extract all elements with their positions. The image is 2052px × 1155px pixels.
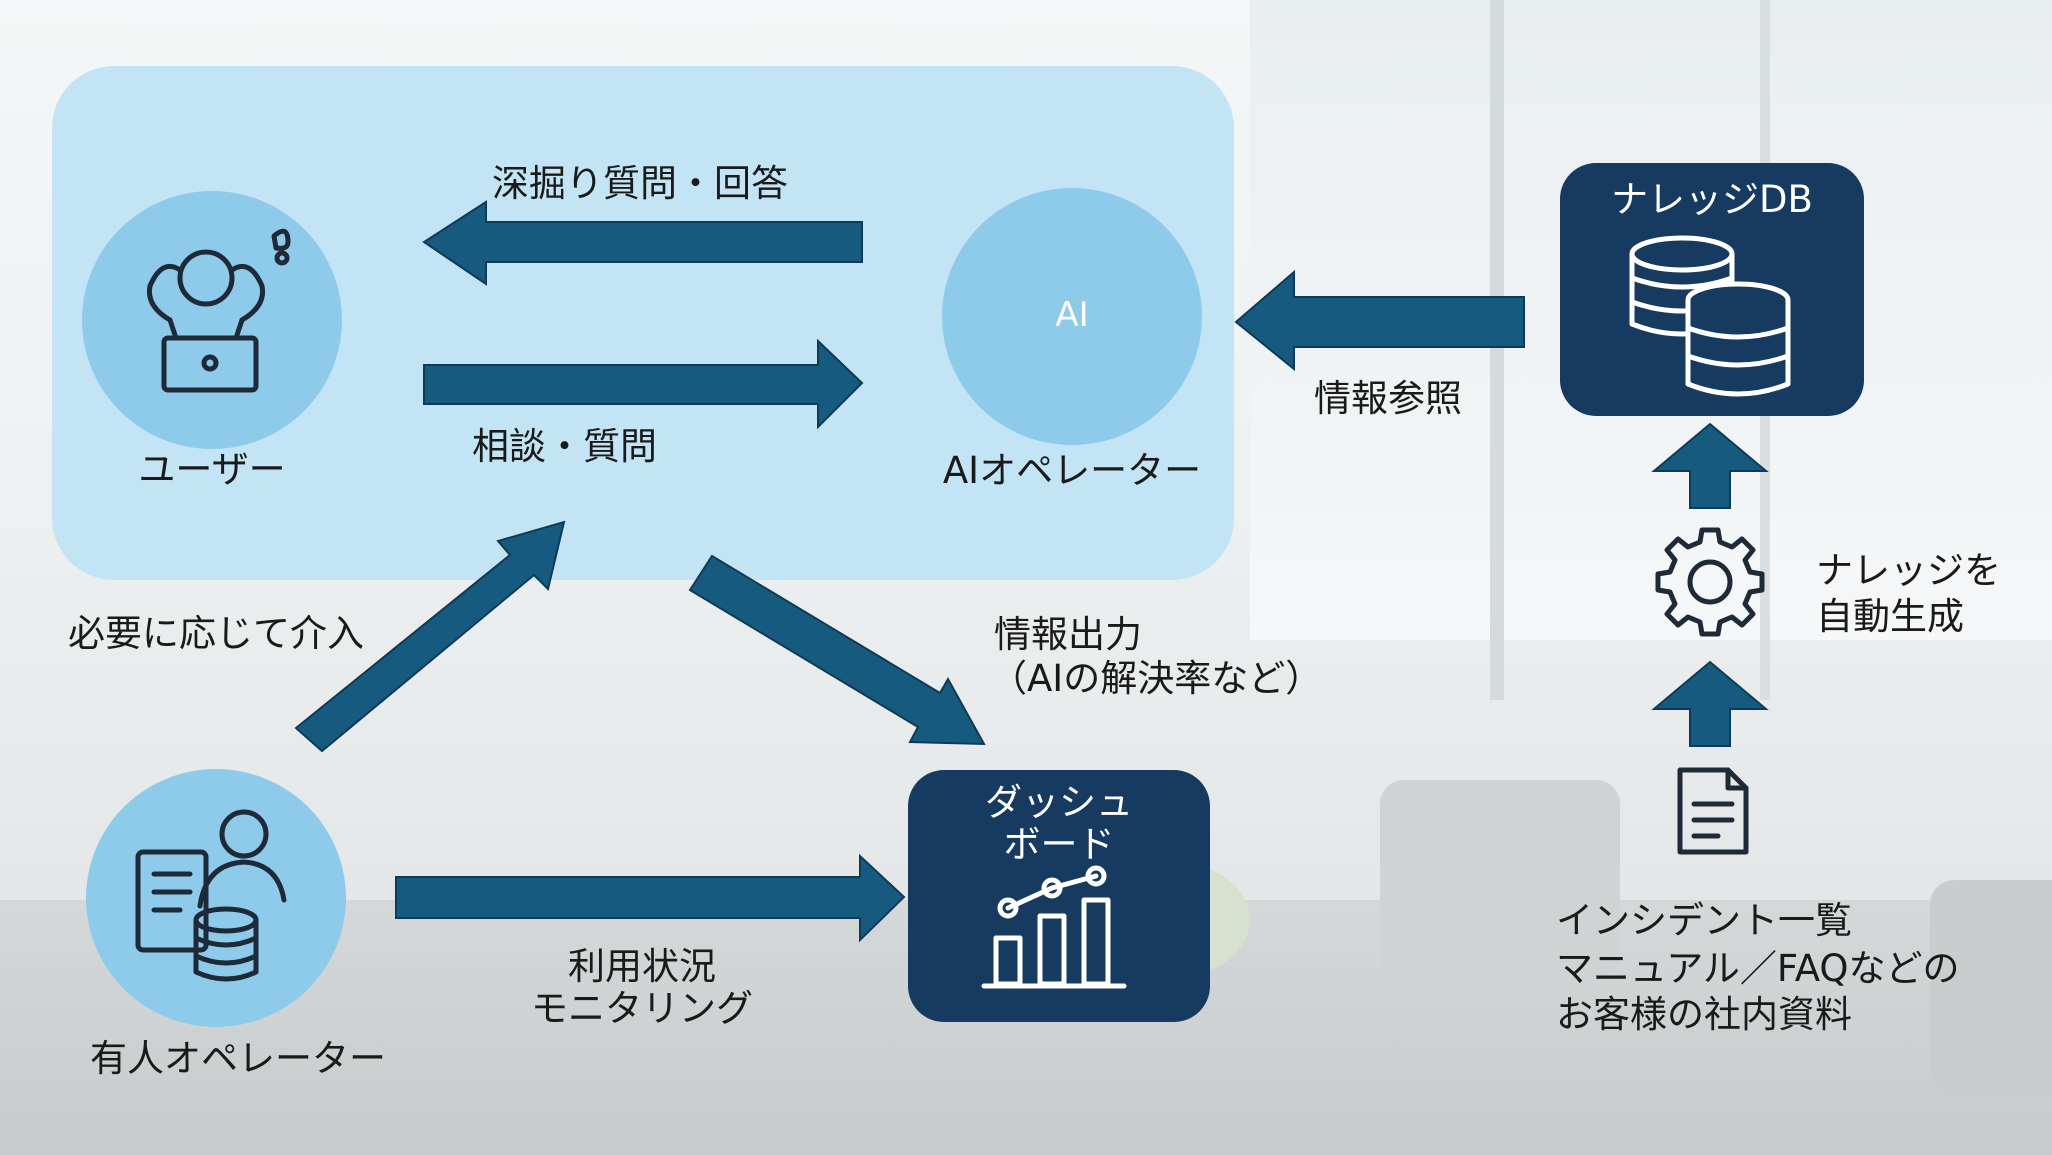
arrow-intervene [294,520,566,753]
sources-label-line2: マニュアル／FAQなどの [1556,947,1960,990]
dashboard-box: ダッシュ ボード [908,770,1210,1022]
info-output-label-line2: （AIの解決率など） [990,657,1323,700]
arrow-deep-dive [422,200,863,286]
arrow-generate-to-db [1651,422,1769,509]
document-icon [1677,767,1749,855]
usage-label-line2: モニタリング [531,987,753,1030]
database-icon [1629,235,1791,397]
background-mullion [1490,0,1504,700]
stressed-user-laptop-icon [146,228,291,393]
background-chair [1930,880,2052,1100]
intervene-label: 必要に応じて介入 [68,612,364,655]
operator-label: 有人オペレーター [90,1037,386,1080]
arrow-doc-to-generate [1651,660,1769,747]
dashboard-title-line1: ダッシュ [985,781,1133,824]
background-chair [1380,780,1620,980]
arrow-consult [423,338,864,430]
user-label: ユーザー [138,448,286,491]
gear-icon [1655,527,1765,637]
dashboard-chart-icon [981,865,1127,989]
generate-label-line1: ナレッジを [1816,549,2001,592]
operator-circle [86,769,346,1027]
usage-label-line1: 利用状況 [568,945,716,988]
operator-database-icon [135,809,287,982]
sources-label-line3: お客様の社内資料 [1556,993,1852,1036]
knowledge-db-title: ナレッジDB [1611,178,1813,221]
ai-operator-label: AIオペレーター [942,449,1202,492]
sources-label-line1: インシデント一覧 [1556,899,1852,942]
info-ref-label: 情報参照 [1314,377,1462,420]
deep-dive-label: 深掘り質問・回答 [492,162,788,205]
ai-circle-text: AI [1055,295,1089,335]
arrow-usage [395,853,906,943]
ai-circle: AI [942,188,1202,445]
arrow-info-ref [1234,269,1525,372]
arrow-info-output [688,554,986,746]
consult-label: 相談・質問 [472,425,657,468]
dashboard-title-line2: ボード [1003,823,1115,866]
user-circle [82,191,342,449]
generate-label-line2: 自動生成 [1816,595,1964,638]
info-output-label-line1: 情報出力 [994,613,1142,656]
